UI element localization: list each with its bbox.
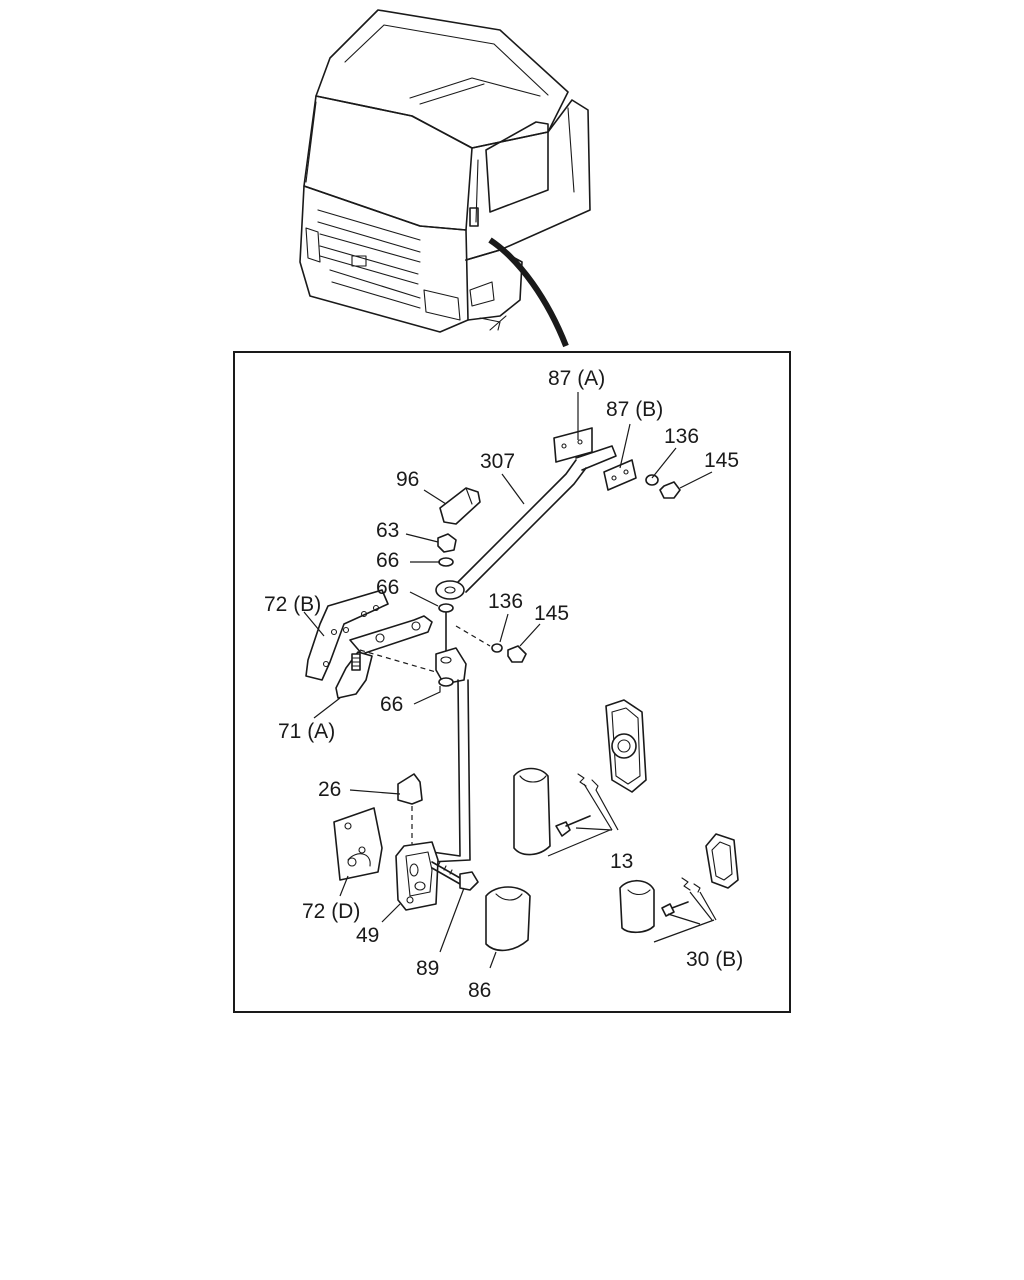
truck-cab-illustration — [299, 9, 591, 348]
pivot-stack — [437, 487, 481, 657]
callout-72b: 72 (B) — [264, 593, 321, 616]
cover-86 — [485, 886, 531, 952]
clip-26 — [397, 773, 423, 844]
mirror-30b — [619, 833, 739, 934]
callout-26: 26 — [318, 778, 341, 801]
callout-leaders — [303, 392, 713, 969]
callout-87b: 87 (B) — [606, 398, 663, 421]
bolt-89 — [431, 861, 479, 891]
base-49 — [395, 841, 439, 911]
callout-145-top: 145 — [704, 449, 739, 472]
stay-assembly-307 — [435, 427, 681, 600]
callout-145-mid: 145 — [534, 602, 569, 625]
callout-307: 307 — [480, 450, 515, 473]
callout-30b: 30 (B) — [686, 948, 743, 971]
callout-89: 89 — [416, 957, 439, 980]
callout-66-a: 66 — [376, 549, 399, 572]
callout-71a: 71 (A) — [278, 720, 335, 743]
callout-136-top: 136 — [664, 425, 699, 448]
callout-66-b: 66 — [376, 576, 399, 599]
part-71a — [335, 651, 373, 699]
callout-87a: 87 (A) — [548, 367, 605, 390]
callout-63: 63 — [376, 519, 399, 542]
callout-86: 86 — [468, 979, 491, 1002]
callout-66-c: 66 — [380, 693, 403, 716]
callout-136-mid: 136 — [488, 590, 523, 613]
callout-49: 49 — [356, 924, 379, 947]
detail-frame — [233, 351, 791, 1013]
leader-13 — [547, 783, 619, 857]
callout-labels: 87 (A) 87 (B) 136 145 307 96 63 66 66 72… — [264, 367, 743, 1002]
callout-13: 13 — [610, 850, 633, 873]
plate-72d — [333, 807, 383, 881]
callout-72d: 72 (D) — [302, 900, 360, 923]
plate-72b — [305, 589, 389, 681]
leader-30b — [653, 891, 717, 943]
mirror-13 — [513, 699, 647, 856]
callout-96: 96 — [396, 468, 419, 491]
